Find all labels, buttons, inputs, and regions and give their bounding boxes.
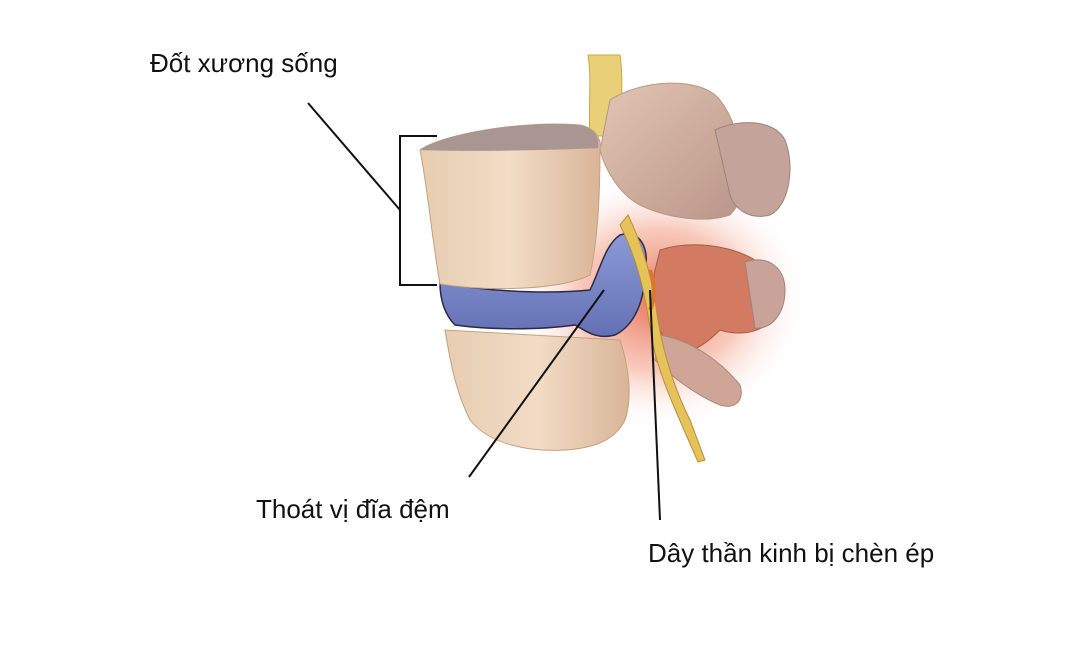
upper-transverse-process (714, 122, 791, 217)
lower-vertebra-body (444, 329, 630, 451)
vertebra-bracket (399, 135, 437, 286)
lower-spinous-process (654, 334, 742, 407)
lower-transverse-process (744, 259, 786, 329)
herniated-disc (439, 232, 647, 337)
upper-vertebra-endplate (420, 124, 599, 151)
label-pinched-nerve: Dây thần kinh bị chèn ép (648, 538, 935, 568)
label-vertebra: Đốt xương sống (150, 48, 338, 78)
vertebra-leader-line (307, 102, 401, 211)
nerve-leader-line (649, 289, 661, 521)
disc-leader-line (468, 289, 605, 478)
label-herniated-disc: Thoát vị đĩa đệm (256, 494, 450, 524)
